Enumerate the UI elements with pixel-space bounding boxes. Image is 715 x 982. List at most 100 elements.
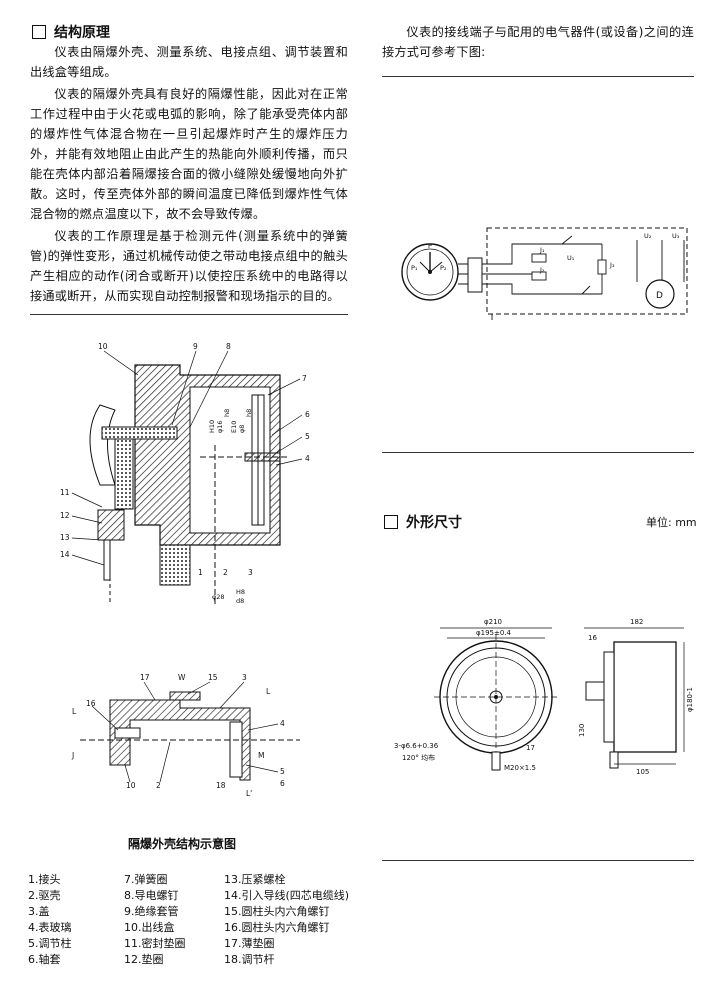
part-label: 12 [60,511,70,520]
divider [382,452,694,453]
legend-item: 5.调节柱 [28,937,72,950]
dimension-label: 17 [526,744,535,752]
divider [382,860,694,861]
dim-label: E10 [230,421,238,433]
legend-item: 12.垫圈 [124,953,164,966]
terminal-label: U₁ [567,254,575,262]
dimension-label: φ210 [484,618,502,626]
wiring-diagram: P₁ P P₂ 1 2 3 J₁ J₂ J₃ U₁ U₂ U₃ D [401,227,688,320]
legend-item: 7.弹簧圈 [124,873,168,886]
parts-legend: 1.接头 2.驱壳 3.盖 4.表玻璃 5.调节柱 6.轴套 7.弹簧圈 8.导… [28,872,358,972]
part-label: 17 [140,673,150,682]
dimension-label: φ180-1 [686,687,694,712]
checkbox-square-icon [32,25,46,39]
dimension-label: 120° 均布 [402,753,435,762]
part-label: 4 [280,719,285,728]
terminal-label: P₁ [411,264,418,272]
diagram-caption: 隔爆外壳结构示意图 [128,837,237,851]
part-label: 11 [60,488,70,497]
legend-column: 7.弹簧圈 8.导电螺钉 9.绝缘套管 10.出线盒 11.密封垫圈 12.垫圈 [124,872,186,968]
dim-label: H8 [236,588,245,596]
divider [382,76,694,77]
terminal-label: J₃ [609,261,615,269]
dimension-label: φ195±0.4 [476,629,512,637]
legend-item: 8.导电螺钉 [124,889,179,902]
part-label: 14 [60,550,70,559]
legend-item: 9.绝缘套管 [124,905,179,918]
dimension-label: 105 [636,768,649,776]
terminal-label: U₃ [672,232,680,240]
dim-label: H10 [208,420,216,433]
section-title: 结构原理 [54,25,110,41]
structure-text: 仪表由隔爆外壳、测量系统、电接点组、调节装置和出线盒等组成。 仪表的隔爆外壳具有… [30,42,348,306]
terminal-label: P [428,242,432,250]
dimension-label: M20×1.5 [504,764,536,772]
legend-column: 1.接头 2.驱壳 3.盖 4.表玻璃 5.调节柱 6.轴套 [28,872,72,968]
legend-item: 6.轴套 [28,953,61,966]
dim-label: φ28 [212,593,225,601]
part-label: 1 [198,568,203,577]
part-label: J [71,751,74,760]
part-label: 10 [98,342,108,351]
section-heading-dimensions: 外形尺寸 [384,512,462,532]
terminal-label: J₂ [539,266,545,274]
legend-item: 11.密封垫圈 [124,937,186,950]
legend-item: 2.驱壳 [28,889,61,902]
legend-item: 1.接头 [28,873,61,886]
part-label: 2 [223,568,228,577]
dim-label: φ8 [238,425,246,433]
dimension-label: 3-φ6.6+0.36 [394,742,439,750]
legend-item: 13.压紧螺栓 [224,873,286,886]
part-label: L' [246,789,252,798]
part-label: W [178,673,186,682]
paragraph: 仪表的工作原理是基于检测元件(测量系统中的弹簧管)的弹性变形，通过机械传动使之带… [30,229,348,303]
part-label: L [72,707,77,716]
legend-item: 15.圆柱头内六角螺钉 [224,905,330,918]
paragraph: 仪表的隔爆外壳具有良好的隔爆性能，因此对在正常工作过程中由于火花或电弧的影响，除… [30,87,348,221]
part-label: 3 [248,568,253,577]
part-label: 8 [226,342,231,351]
legend-item: 4.表玻璃 [28,921,72,934]
part-label: M [258,751,264,760]
part-label: 10 [126,781,136,790]
unit-label: 单位: mm [646,516,697,529]
dimension-label: 16 [588,634,597,642]
motor-label: D [656,291,663,301]
housing-detail-diagram: 17 W 15 3 L 16 4 5 6 18 10 2 L L' M J [71,673,300,798]
part-label: 2 [156,781,161,790]
terminal-label: P₂ [440,264,447,272]
legend-item: 16.圆柱头内六角螺钉 [224,921,330,934]
section-heading-structure: 结构原理 [32,22,110,42]
front-view-drawing: φ210 φ195±0.4 3-φ6.6+0.36 120° 均布 17 M20… [394,618,559,772]
wiring-intro: 仪表的接线端子与配用的电气器件(或设备)之间的连接方式可参考下图: [382,22,694,62]
divider [30,314,348,315]
part-label: 5 [305,432,310,441]
side-view-drawing: 182 16 φ180-1 130 105 [578,618,694,776]
part-label: 13 [60,533,70,542]
dim-label: h8 [245,409,253,417]
part-label: 3 [242,673,247,682]
terminal-label: U₂ [644,232,652,240]
dimension-label: 182 [630,618,643,626]
terminal-label: J₁ [539,246,545,254]
legend-item: 17.薄垫圈 [224,937,275,950]
paragraph: 仪表的接线端子与配用的电气器件(或设备)之间的连接方式可参考下图: [382,25,694,59]
section-title: 外形尺寸 [406,515,462,531]
part-label: 6 [280,779,285,788]
housing-section-diagram: 10 9 8 7 6 5 4 11 12 13 14 1 2 3 H10 φ16… [60,342,310,605]
part-label: 6 [305,410,310,419]
part-label: 9 [193,342,198,351]
legend-item: 14.引入导线(四芯电缆线) [224,889,350,902]
dimension-label: 130 [578,724,586,737]
paragraph: 仪表由隔爆外壳、测量系统、电接点组、调节装置和出线盒等组成。 [30,45,348,79]
dim-label: φ16 [216,420,224,433]
part-label: 5 [280,767,285,776]
part-label: 18 [216,781,226,790]
legend-column: 13.压紧螺栓 14.引入导线(四芯电缆线) 15.圆柱头内六角螺钉 16.圆柱… [224,872,349,968]
legend-item: 3.盖 [28,905,50,918]
part-label: 4 [305,454,310,463]
dim-label: h8 [223,409,231,417]
part-label: L [266,687,271,696]
part-label: 15 [208,673,218,682]
legend-item: 18.调节杆 [224,953,275,966]
